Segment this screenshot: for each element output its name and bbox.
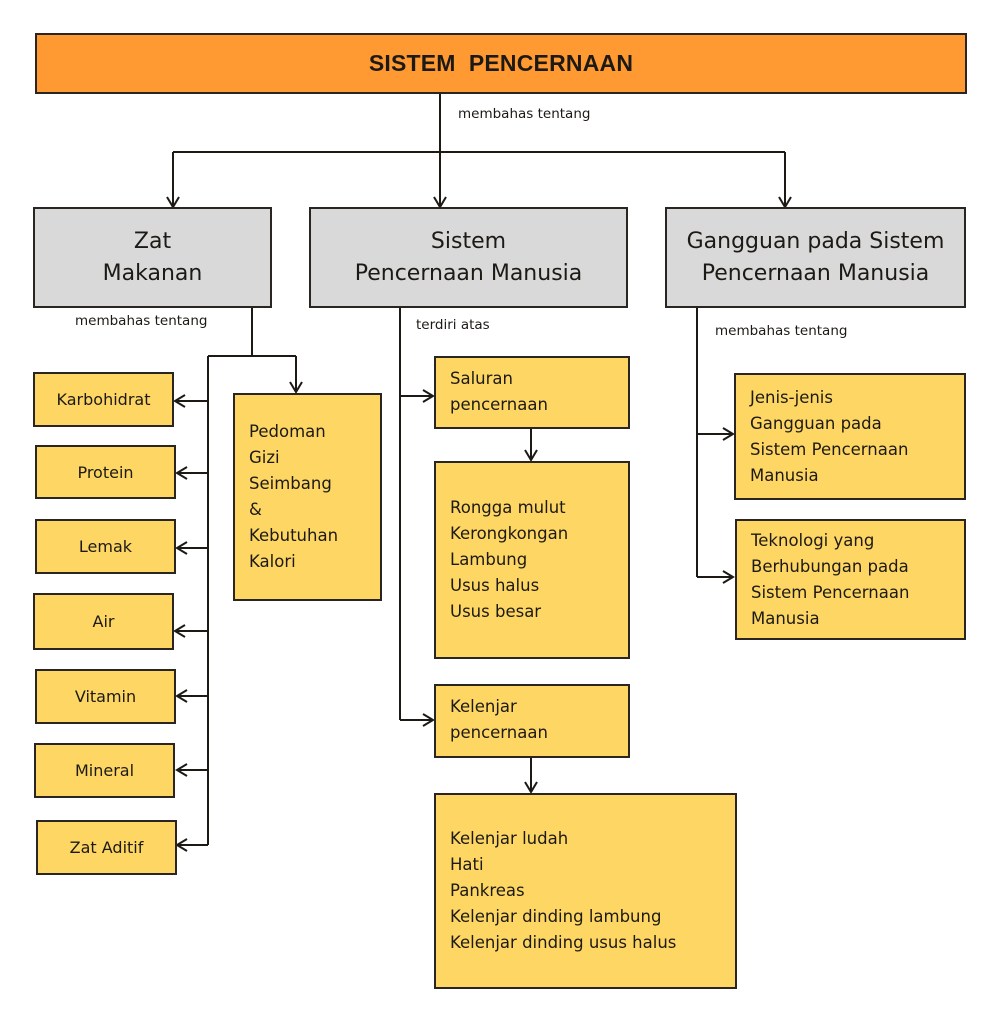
leaf-line: Sistem Pencernaan — [750, 439, 909, 459]
leaf-line: Saluran — [450, 369, 513, 388]
leaf-label: Vitamin — [74, 687, 137, 706]
leaf-line: Pankreas — [450, 881, 525, 900]
leaf-air: Air — [33, 593, 174, 650]
main-title-box: SISTEM PENCERNAAN — [35, 33, 967, 94]
leaf-line: pencernaan — [450, 395, 548, 414]
category-line: Pencernaan Manusia — [701, 260, 930, 286]
leaf-kelenjar-items: Kelenjar ludah Hati Pankreas Kelenjar di… — [434, 793, 737, 989]
leaf-line: Teknologi yang — [751, 530, 875, 550]
leaf-label: Air — [92, 612, 115, 631]
leaf-line: Usus besar — [450, 602, 542, 621]
category-gangguan: Gangguan pada Sistem Pencernaan Manusia — [665, 207, 966, 308]
leaf-line: Gangguan pada — [750, 413, 882, 433]
leaf-line: Sistem Pencernaan — [751, 582, 910, 602]
leaf-line: Kelenjar — [450, 697, 517, 716]
leaf-vitamin: Vitamin — [35, 669, 176, 724]
category-line: Makanan — [102, 260, 203, 286]
category-line: Pencernaan Manusia — [354, 260, 583, 286]
leaf-line: Seimbang — [249, 474, 332, 493]
leaf-line: Usus halus — [450, 576, 540, 595]
category-sistem-pencernaan: Sistem Pencernaan Manusia — [309, 207, 628, 308]
main-title: SISTEM PENCERNAAN — [368, 50, 634, 76]
leaf-karbohidrat: Karbohidrat — [33, 372, 174, 427]
leaf-protein: Protein — [35, 445, 176, 499]
root-edge-label: membahas tentang — [458, 106, 591, 122]
leaf-label: Mineral — [74, 761, 135, 780]
leaf-line: Kalori — [249, 552, 296, 571]
leaf-line: Kerongkongan — [450, 524, 569, 543]
leaf-line: Hati — [450, 855, 484, 874]
leaf-kelenjar-pencernaan: Kelenjar pencernaan — [434, 684, 630, 758]
leaf-label: Karbohidrat — [56, 390, 151, 409]
leaf-line: Kelenjar ludah — [450, 829, 569, 848]
leaf-line: Pedoman — [249, 422, 326, 441]
leaf-line: Kelenjar dinding usus halus — [450, 933, 677, 952]
leaf-mineral: Mineral — [34, 743, 175, 798]
leaf-line: Kebutuhan — [249, 526, 339, 545]
leaf-saluran-pencernaan: Saluran pencernaan — [434, 356, 630, 429]
leaf-teknologi: Teknologi yang Berhubungan pada Sistem P… — [735, 519, 966, 640]
leaf-lemak: Lemak — [35, 519, 176, 574]
leaf-line: Gizi — [249, 448, 280, 467]
leaf-line: Rongga mulut — [450, 498, 566, 517]
leaf-line: Kelenjar dinding lambung — [450, 907, 662, 926]
leaf-line: Manusia — [750, 465, 819, 485]
gangguan-edge-label: membahas tentang — [715, 323, 848, 339]
leaf-jenis-gangguan: Jenis-jenis Gangguan pada Sistem Pencern… — [734, 373, 966, 500]
leaf-line: Jenis-jenis — [750, 387, 833, 407]
leaf-line: Lambung — [450, 550, 528, 569]
leaf-label: Lemak — [78, 537, 133, 556]
zat-edge-label: membahas tentang — [75, 313, 208, 329]
sistem-edge-label: terdiri atas — [416, 317, 490, 333]
leaf-zat-aditif: Zat Aditif — [36, 820, 177, 875]
leaf-saluran-items: Rongga mulut Kerongkongan Lambung Usus h… — [434, 461, 630, 659]
leaf-line: pencernaan — [450, 723, 548, 742]
category-line: Zat — [133, 228, 172, 254]
category-zat-makanan: Zat Makanan — [33, 207, 272, 308]
leaf-line: Manusia — [751, 608, 820, 628]
category-line: Sistem — [430, 228, 507, 254]
category-line: Gangguan pada Sistem — [686, 228, 945, 254]
leaf-line: & — [249, 500, 262, 519]
leaf-label: Protein — [77, 462, 134, 482]
leaf-line: Berhubungan pada — [751, 556, 909, 576]
leaf-pedoman-gizi: Pedoman Gizi Seimbang & Kebutuhan Kalori — [233, 393, 382, 601]
leaf-label: Zat Aditif — [69, 838, 144, 857]
